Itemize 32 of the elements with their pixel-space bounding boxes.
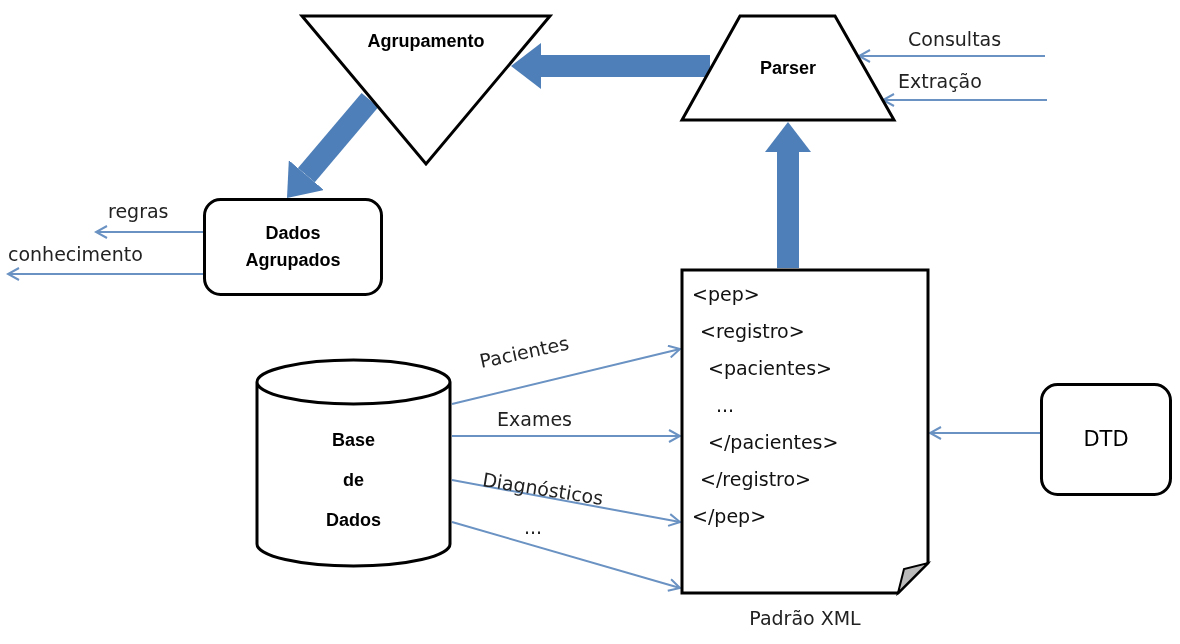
node-label: Base de Dados: [325, 429, 382, 532]
code-line: </pacientes>: [708, 430, 839, 455]
node-label: Agrupamento: [366, 30, 486, 53]
arrow: [451, 479, 681, 527]
edge-label: conhecimento: [8, 243, 143, 265]
arrow: [451, 521, 681, 592]
node-label: Padrão XML: [748, 607, 862, 629]
arrow: [858, 49, 1046, 63]
code-line: <registro>: [700, 319, 805, 344]
block-arrow: [287, 92, 379, 198]
block-arrow: [511, 43, 710, 89]
edge-label: Pacientes: [477, 331, 571, 372]
edge-label: regras: [108, 200, 169, 222]
node-label: Parser: [758, 56, 818, 80]
edge-label: Extração: [898, 70, 982, 92]
arrow: [882, 93, 1048, 107]
arrow: [929, 426, 1041, 440]
code-line: <pacientes>: [708, 356, 833, 381]
node-label: Dados Agrupados: [244, 222, 342, 272]
edge-label: Exames: [497, 408, 572, 430]
edge-label: Consultas: [908, 28, 1002, 50]
arrow: [451, 344, 681, 405]
block-arrow: [765, 122, 811, 268]
arrow: [95, 225, 204, 239]
edge-label: ...: [524, 516, 543, 538]
arrow: [451, 429, 681, 443]
code-line: ...: [716, 393, 735, 418]
code-line: </registro>: [700, 467, 812, 492]
arrow: [7, 267, 204, 281]
node-label: DTD: [1082, 425, 1130, 453]
code-line: </pep>: [692, 504, 767, 529]
code-line: <pep>: [692, 282, 760, 307]
